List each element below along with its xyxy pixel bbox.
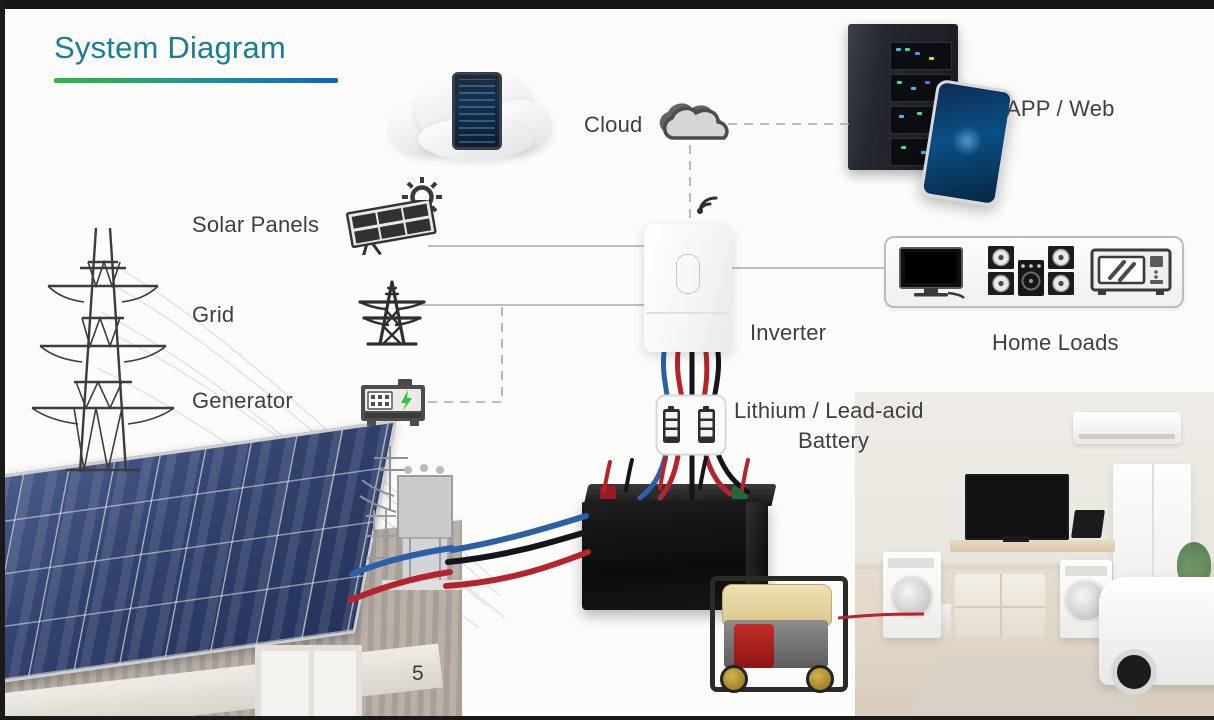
inverter[interactable] <box>644 224 732 352</box>
label-battery-line2: Battery <box>798 428 870 453</box>
washer-control-panel <box>888 558 935 568</box>
home-interior-appliances-photo <box>855 392 1214 720</box>
tv-icon <box>899 247 965 299</box>
tv-console <box>950 540 1115 552</box>
label-cloud: Cloud <box>584 112 643 137</box>
smartphone-photo <box>919 78 1015 208</box>
inverter-seam <box>646 312 730 314</box>
label-generator: Generator <box>192 388 293 413</box>
generator-frame <box>710 576 848 692</box>
frame-edge-left <box>0 0 5 720</box>
generator-wheel <box>806 665 834 693</box>
cloud-icon <box>650 98 732 150</box>
transmission-tower-photo <box>18 222 188 482</box>
battery-terminal-positive <box>600 486 616 499</box>
television <box>965 474 1069 540</box>
server-bay <box>890 42 952 70</box>
washer-control-panel <box>1065 566 1107 576</box>
wifi-signal-icon <box>694 190 724 216</box>
electric-car <box>1099 577 1214 695</box>
cabinet <box>955 574 1045 638</box>
generator-engine-cover <box>734 624 774 668</box>
frame-edge-bottom <box>0 716 1214 720</box>
house-window <box>255 645 362 720</box>
page-title: System Diagram <box>54 30 286 65</box>
air-conditioner <box>1073 412 1181 444</box>
label-grid: Grid <box>192 302 235 327</box>
label-solar-panels: Solar Panels <box>192 212 320 237</box>
label-battery-line1: Lithium / Lead-acid <box>734 398 924 423</box>
battery-terminal <box>686 486 702 499</box>
solar-panel-icon <box>340 198 445 258</box>
title-underline <box>54 78 338 83</box>
frame-edge-top <box>0 0 1214 9</box>
label-app-web: APP / Web <box>1006 96 1115 121</box>
portable-gasoline-generator-photo <box>706 570 848 695</box>
speaker-system-icon <box>988 246 1074 296</box>
laptop <box>1071 510 1105 538</box>
label-home-loads: Home Loads <box>992 330 1119 355</box>
battery-terminal <box>650 486 666 499</box>
washing-machine <box>883 552 941 638</box>
cloud-smartphone <box>452 72 502 150</box>
cloud-stand <box>466 138 472 164</box>
transmission-tower-icon <box>352 280 432 352</box>
tv-stand <box>1003 536 1029 542</box>
battery-terminal-negative <box>732 486 748 499</box>
microwave-icon <box>1090 248 1172 295</box>
cloud-with-smartphone-photo <box>390 66 555 166</box>
inverter-indicator <box>676 254 700 294</box>
label-inverter: Inverter <box>750 320 827 345</box>
title-block: System Diagram <box>54 30 338 83</box>
substation-transformer-photo <box>352 440 482 600</box>
generator-icon <box>358 378 428 428</box>
generator-wheel <box>720 665 748 693</box>
washer-door <box>890 574 934 619</box>
home-loads-panel <box>884 236 1184 308</box>
battery-module-icon <box>655 394 727 456</box>
page-number: 5 <box>412 662 424 685</box>
